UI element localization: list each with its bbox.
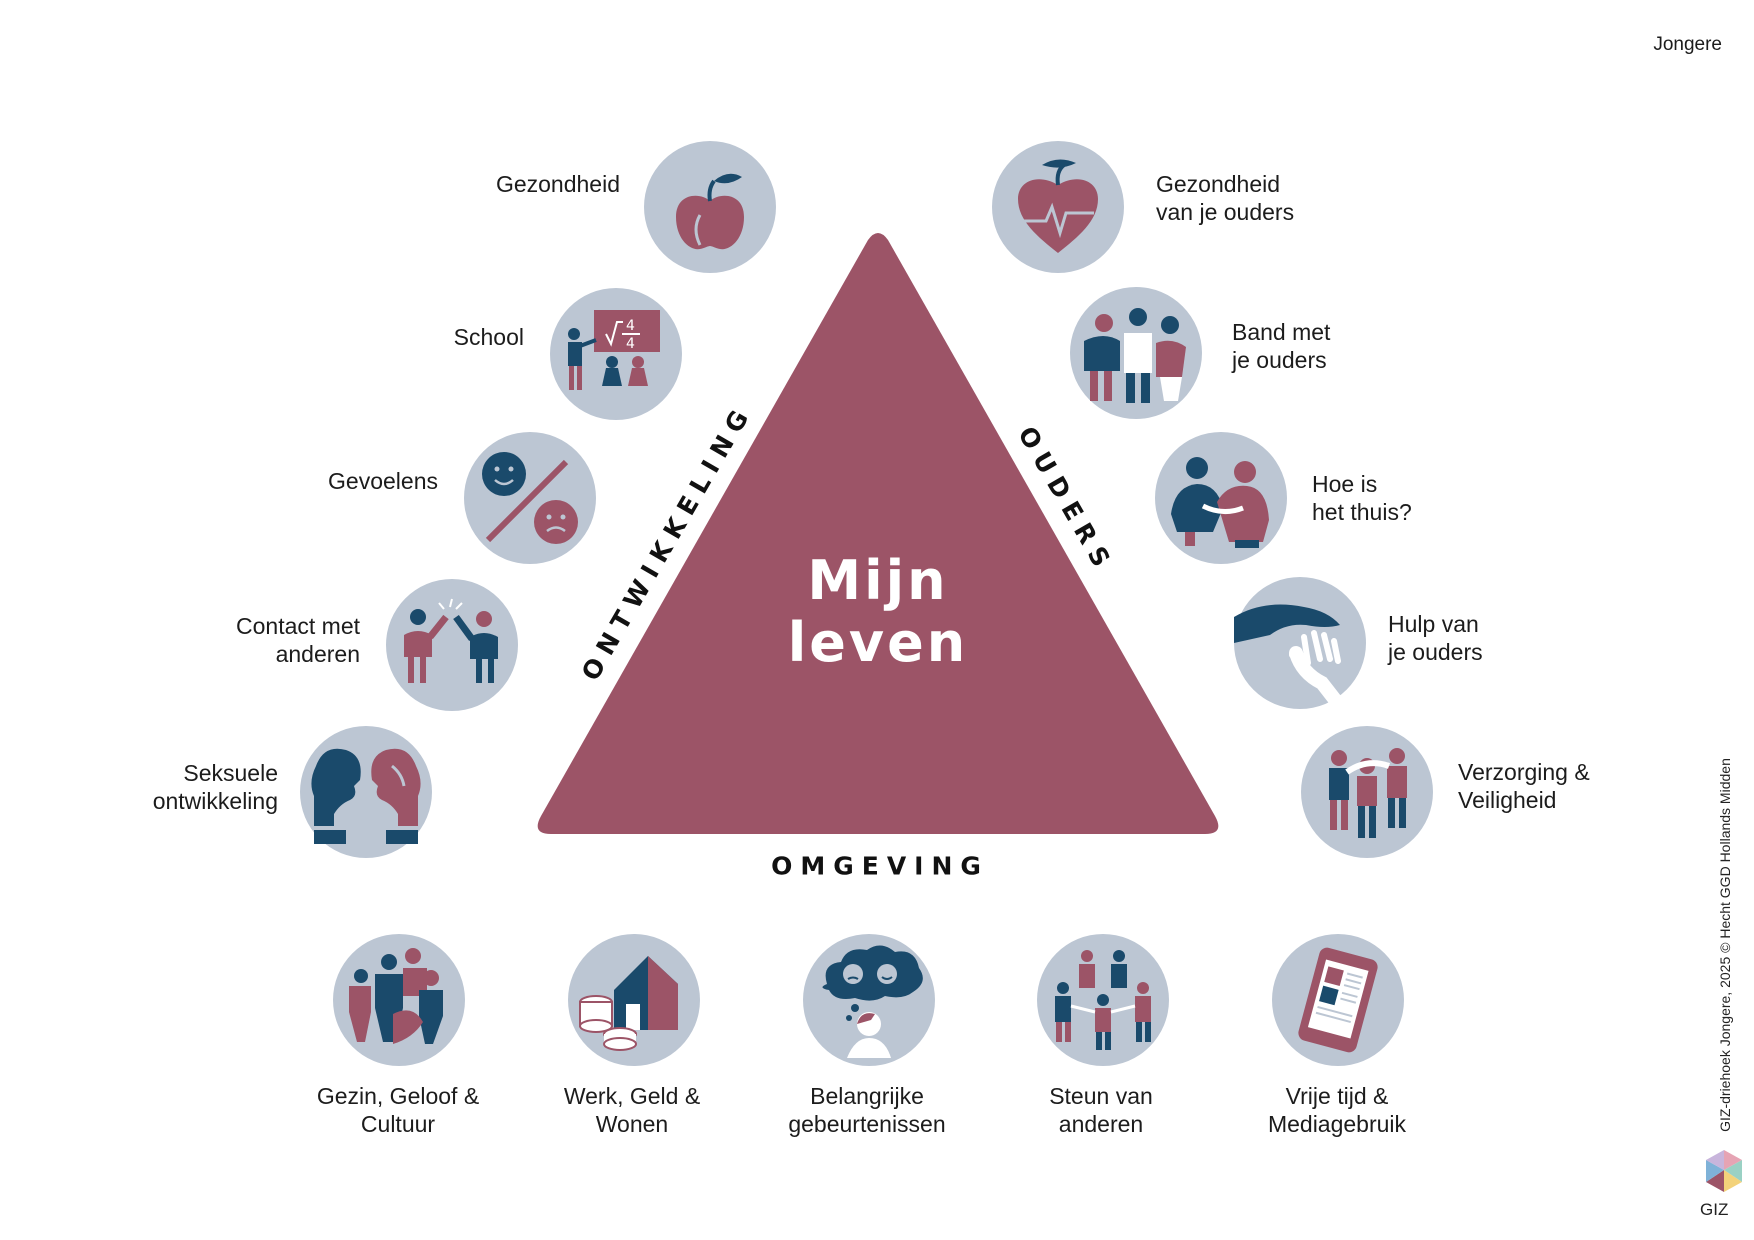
- label-gezin-geloof-cultuur: Gezin, Geloof &Cultuur: [316, 1083, 480, 1137]
- community-icon: [333, 934, 465, 1066]
- svg-text:4: 4: [626, 336, 635, 352]
- giz-logo-text: GIZ: [1700, 1200, 1729, 1219]
- high-five-icon: [386, 579, 518, 711]
- tablet-icon: [1272, 934, 1404, 1066]
- heart-apple-icon: [992, 141, 1124, 273]
- thought-cloud-icon: [803, 934, 935, 1066]
- family-icon: [1070, 287, 1202, 419]
- label-vrije-tijd-mediagebruik: Vrije tijd &Mediagebruik: [1267, 1083, 1407, 1137]
- center-title-line1: Mijn: [807, 549, 949, 612]
- triangle-center-title: Mijn leven: [788, 550, 968, 674]
- copyright-credit: GIZ-driehoek Jongere, 2025 © Hecht GGD H…: [1717, 758, 1733, 1132]
- house-coins-icon: [568, 934, 700, 1066]
- label-gezondheid: Gezondheid: [495, 171, 620, 197]
- couple-kiss-icon: [300, 726, 432, 858]
- label-werk-geld-wonen: Werk, Geld &Wonen: [563, 1083, 701, 1137]
- audience-label: Jongere: [1653, 34, 1722, 55]
- svg-text:4: 4: [626, 318, 635, 334]
- helping-hands-icon: [1234, 577, 1366, 709]
- side-label-omgeving: OMGEVING: [771, 851, 989, 881]
- apple-icon: [644, 141, 776, 273]
- support-circle-icon: [1037, 934, 1169, 1066]
- hug-icon: [1155, 432, 1287, 564]
- label-verzorging-veiligheid: Verzorging &Veiligheid: [1458, 759, 1590, 813]
- life-triangle: [537, 233, 1219, 834]
- label-gevoelens: Gevoelens: [328, 468, 438, 494]
- giz-logo-icon: [1702, 1148, 1746, 1201]
- center-title-line2: leven: [787, 611, 969, 674]
- emotions-icon: [464, 432, 596, 564]
- label-school: School: [453, 324, 524, 350]
- care-group-icon: [1301, 726, 1433, 858]
